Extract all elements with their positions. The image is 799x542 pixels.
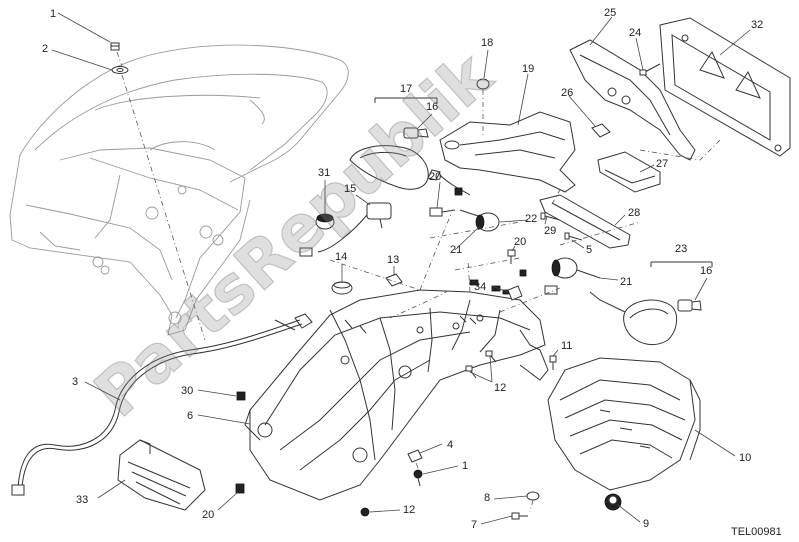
callout-20-upper: 20 (429, 171, 441, 183)
tail-light-10 (547, 357, 701, 491)
callout-20-mid: 20 (514, 236, 526, 248)
turn-signal-left-17 (349, 145, 471, 196)
callout-20-bottom: 20 (202, 509, 214, 521)
callouts: 1 2 3 4 1 5 6 7 8 9 10 11 12 12 13 14 (42, 7, 763, 531)
washer-8 (526, 491, 540, 501)
callout-32: 32 (751, 19, 763, 31)
sensor-15 (299, 202, 392, 257)
callout-8: 8 (484, 492, 490, 504)
clip-30 (236, 391, 246, 401)
callout-12-bottom: 12 (403, 504, 415, 516)
clip-34 (507, 285, 523, 301)
drawing-reference: TEL00981 (731, 526, 782, 538)
reflector-27 (597, 151, 661, 193)
callout-29: 29 (544, 225, 556, 237)
callout-14: 14 (335, 251, 347, 263)
callout-12-mid: 12 (494, 382, 506, 394)
callout-1-lower: 1 (462, 460, 468, 472)
clip-20-bottom (235, 483, 245, 494)
grommet-14 (331, 281, 353, 295)
callout-25: 25 (604, 7, 616, 19)
cable-harness-3 (11, 313, 313, 496)
cover-33 (117, 439, 206, 511)
bulb-16-left (403, 127, 429, 139)
reflector-support-28 (539, 194, 631, 249)
screw-20-mid (507, 249, 527, 277)
screw-11 (549, 355, 557, 370)
fastener-4 (407, 449, 423, 463)
callout-6: 6 (187, 410, 193, 422)
screw-1-lower (413, 469, 423, 487)
grommet-18 (476, 78, 490, 90)
callout-24: 24 (629, 27, 641, 39)
callout-13: 13 (387, 254, 399, 266)
connector-20-upper (429, 187, 463, 217)
callout-2: 2 (42, 43, 48, 55)
screw-1 (110, 42, 120, 51)
nut-9 (604, 493, 622, 511)
relay-21-lower (544, 257, 601, 295)
plate-holder-25 (569, 39, 696, 161)
washer-2 (111, 66, 129, 74)
seat-tail-section (9, 44, 349, 336)
bracket-23-bar (650, 261, 713, 267)
callout-16-left: 16 (426, 101, 438, 113)
callout-27: 27 (656, 158, 668, 170)
callout-11: 11 (561, 340, 572, 352)
screw-12-bottom (360, 507, 370, 517)
callout-18: 18 (481, 37, 493, 49)
callout-28: 28 (628, 207, 640, 219)
screw-7 (511, 512, 528, 520)
callout-30: 30 (181, 385, 193, 397)
callout-19: 19 (522, 63, 534, 75)
callout-21-upper: 21 (450, 244, 462, 256)
callout-3: 3 (72, 376, 78, 388)
callout-22: 22 (525, 213, 537, 225)
screw-12-mid (465, 350, 497, 379)
callout-23: 23 (675, 243, 687, 255)
callout-26: 26 (561, 87, 573, 99)
licence-plate-32 (659, 17, 791, 157)
grommet-31 (315, 213, 335, 230)
callout-15: 15 (344, 183, 356, 195)
bulb-16-right (677, 299, 702, 312)
callout-4: 4 (447, 439, 453, 451)
turn-signal-right-23 (589, 291, 677, 346)
callout-31: 31 (318, 167, 330, 179)
bracket-19 (439, 111, 576, 193)
clip-13 (385, 273, 403, 287)
rear-fender-6 (244, 279, 549, 501)
callout-21-lower: 21 (620, 276, 632, 288)
callout-33: 33 (76, 494, 88, 506)
callout-17: 17 (400, 83, 412, 95)
callout-34: 34 (474, 281, 486, 293)
bracket-17-bar (374, 97, 438, 103)
callout-7: 7 (471, 519, 477, 531)
callout-5: 5 (586, 244, 592, 256)
callout-16-right: 16 (700, 265, 712, 277)
relay-21-upper (459, 209, 500, 232)
callout-9: 9 (643, 518, 649, 530)
clip-26 (591, 123, 611, 138)
callout-10: 10 (739, 452, 751, 464)
callout-1-top: 1 (50, 8, 56, 20)
